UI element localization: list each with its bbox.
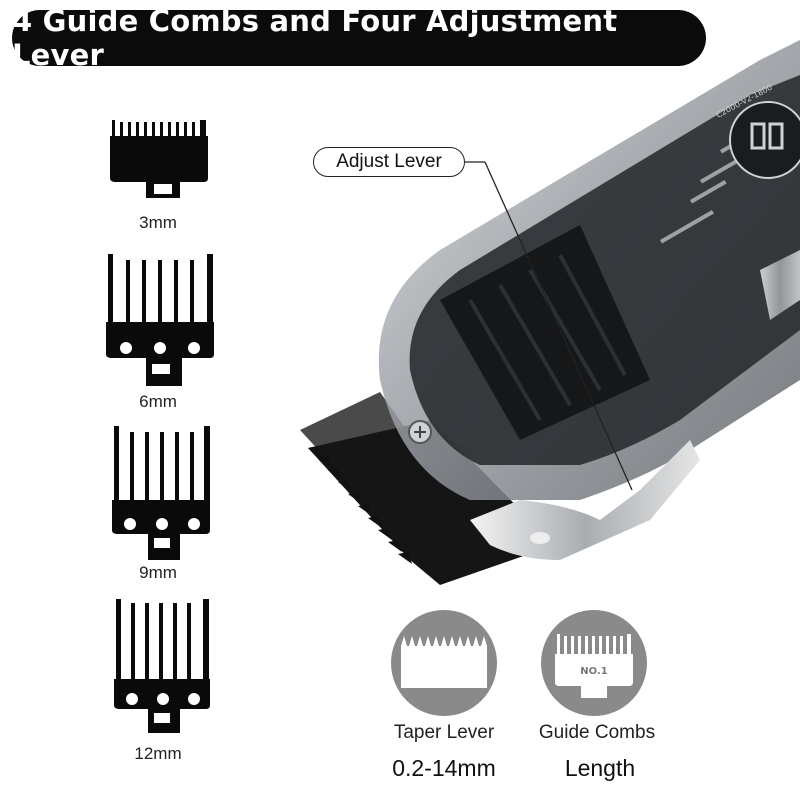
title-banner: 4 Guide Combs and Four Adjustment Lever xyxy=(12,4,706,72)
guide-comb-9mm-icon xyxy=(112,426,210,560)
guide-comb-icon xyxy=(555,634,633,698)
feature-value: Length xyxy=(564,755,636,781)
adjust-lever-callout: Adjust Lever xyxy=(313,147,465,177)
comb-badge-text: NO.1 xyxy=(580,666,608,677)
comb-size-label: 9mm xyxy=(139,563,177,582)
feature-label: Taper Lever xyxy=(393,722,495,743)
comb-size-label: 6mm xyxy=(139,392,177,411)
clipper-housing: C2000-V2-1800 xyxy=(378,40,800,560)
taper-blade-icon xyxy=(401,636,487,688)
taper-lever-badge xyxy=(391,610,497,716)
feature-label: Guide Combs xyxy=(538,722,656,743)
comb-size-label: 3mm xyxy=(139,213,177,232)
feature-value: 0.2-14mm xyxy=(392,755,496,781)
comb-size-label: 12mm xyxy=(134,744,182,763)
guide-comb-12mm-icon xyxy=(114,599,210,733)
guide-comb-3mm-icon xyxy=(110,120,208,198)
page-title: 4 Guide Combs and Four Adjustment Lever xyxy=(12,4,618,72)
guide-comb-6mm-icon xyxy=(106,254,214,386)
guide-combs-badge: NO.1 xyxy=(541,610,647,716)
